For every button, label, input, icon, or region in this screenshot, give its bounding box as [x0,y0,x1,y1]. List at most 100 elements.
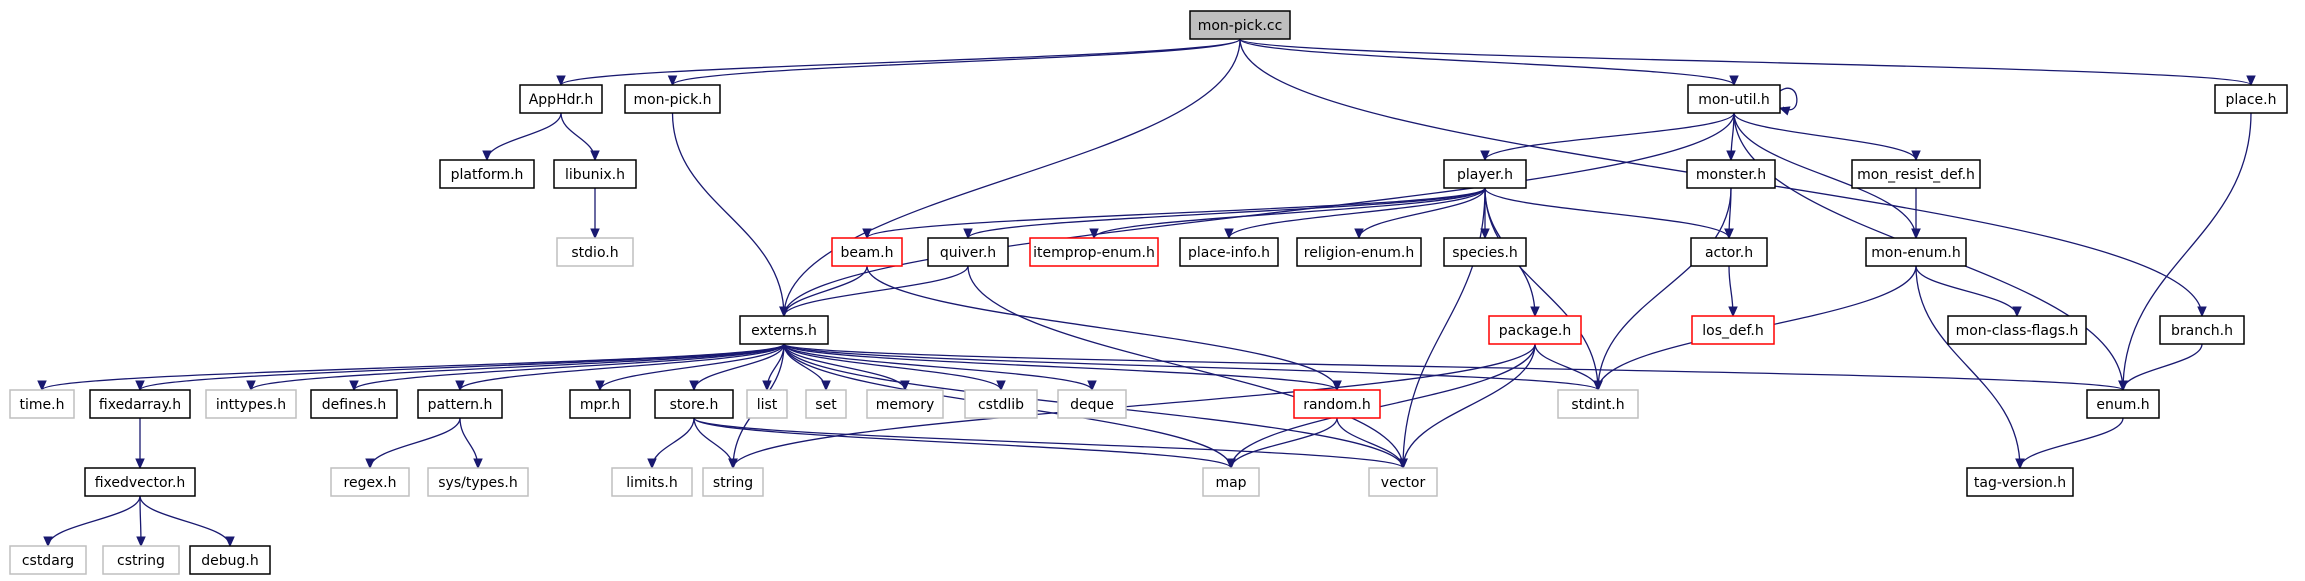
node-los-def-h[interactable]: los_def.h [1691,315,1775,345]
edge-branch_h-to-enum_h [2118,343,2203,392]
node-species-h[interactable]: species.h [1443,237,1527,267]
node-pattern-h[interactable]: pattern.h [417,389,503,419]
node-box [1686,159,1776,189]
edge-enum_h-to-tag_version_h [2015,417,2124,470]
node-stdio-h: stdio.h [556,237,634,267]
edge-line [1484,187,1599,391]
edge-player_h-to-quiver_h [963,187,1486,240]
node-label: debug.h [201,553,258,569]
edge-line [1779,87,1798,111]
node-actor-h[interactable]: actor.h [1690,237,1768,267]
node-externs-h[interactable]: externs.h [739,315,829,345]
node-label: fixedvector.h [95,475,186,491]
node-label: mon-pick.cc [1198,18,1283,34]
edge-externs_h-to-random_h [783,343,1342,392]
node-religion-enum-h[interactable]: religion-enum.h [1296,237,1422,267]
edge-arrowhead [1354,228,1364,240]
edge-line [139,343,785,391]
node-label: religion-enum.h [1304,245,1414,261]
node-place-h[interactable]: place.h [2214,84,2288,114]
node-box [927,237,1009,267]
edge-mon_pick_cc-to-mon_util_h [1239,38,1739,87]
node-tag-version-h[interactable]: tag-version.h [1966,467,2074,497]
node-mon-resist-def-h[interactable]: mon_resist_def.h [1851,159,1981,189]
node-mon-util-h[interactable]: mon-util.h [1687,84,1781,114]
edge-arrowhead [647,458,657,470]
edge-arrowhead [590,150,600,162]
edge-externs_h-to-pattern_h [455,343,785,392]
node-box [2214,84,2288,114]
node-label: deque [1070,397,1114,413]
node-label: mon-pick.h [633,92,711,108]
node-box [1057,389,1127,419]
node-box [1189,10,1291,40]
edge-package_h-to-map [1226,343,1536,470]
node-box [553,159,637,189]
node-box [1296,237,1422,267]
node-label: player.h [1457,167,1513,183]
edge-arrowhead [963,228,973,240]
node-box [427,467,529,497]
node-itemprop-enum-h[interactable]: itemprop-enum.h [1029,237,1159,267]
node-box [205,389,297,419]
node-box [866,389,944,419]
edge-line [693,417,1404,469]
edge-line [353,343,785,391]
edge-arrowhead [2012,306,2022,318]
node-monster-h[interactable]: monster.h [1686,159,1776,189]
node-mon-pick-h[interactable]: mon-pick.h [624,84,721,114]
edge-line [783,343,1599,391]
node-libunix-h[interactable]: libunix.h [553,159,637,189]
node-defines-h[interactable]: defines.h [310,389,398,419]
node-mon-pick-cc[interactable]: mon-pick.cc [1189,10,1291,40]
edge-arrowhead [2246,75,2256,87]
edge-externs_h-to-defines_h [349,343,785,392]
node-label: set [815,397,837,413]
edge-line [1093,187,1486,239]
node-label: time.h [20,397,65,413]
edge-mon_util_h-to-externs_h [779,112,1735,318]
edge-line [2122,112,2252,391]
node-label: vector [1381,475,1426,491]
edge-line [1230,343,1536,469]
node-label: los_def.h [1702,323,1763,339]
edge-place_h-to-enum_h [2118,112,2252,392]
node-store-h[interactable]: store.h [654,389,734,419]
edge-line [1915,265,2021,469]
node-fixedarray-h[interactable]: fixedarray.h [89,389,191,419]
node-fixedvector-h[interactable]: fixedvector.h [84,467,196,497]
node-box [2159,315,2245,345]
node-label: species.h [1452,245,1518,261]
node-enum-h[interactable]: enum.h [2086,389,2160,419]
node-label: mon-class-flags.h [1956,323,2079,339]
node-quiver-h[interactable]: quiver.h [927,237,1009,267]
node-label: stdint.h [1571,397,1624,413]
edge-quiver_h-to-externs_h [779,265,969,318]
edge-arrowhead [365,458,375,470]
node-random-h[interactable]: random.h [1293,389,1381,419]
node-debug-h[interactable]: debug.h [189,545,271,575]
edge-arrowhead [1332,380,1342,392]
edge-arrowhead [1087,380,1097,392]
node-platform-h[interactable]: platform.h [439,159,535,189]
node-beam-h[interactable]: beam.h [831,237,903,267]
node-place-info-h[interactable]: place-info.h [1179,237,1279,267]
node-label: platform.h [451,167,524,183]
node-branch-h[interactable]: branch.h [2159,315,2245,345]
node-apphdr-h[interactable]: AppHdr.h [519,84,603,114]
edge-line [783,112,1735,317]
edge-line [139,495,231,547]
node-label: mon-util.h [1698,92,1770,108]
node-inttypes-h: inttypes.h [205,389,297,419]
node-package-h[interactable]: package.h [1488,315,1582,345]
node-mon-class-flags-h[interactable]: mon-class-flags.h [1947,315,2087,345]
edge-beam_h-to-random_h [866,265,1342,392]
node-mpr-h[interactable]: mpr.h [569,389,631,419]
node-mon-enum-h[interactable]: mon-enum.h [1865,237,1967,267]
node-box [746,389,788,419]
edge-line [369,417,461,469]
edge-line [1915,265,2018,317]
node-player-h[interactable]: player.h [1443,159,1527,189]
edge-line [1239,38,2252,86]
